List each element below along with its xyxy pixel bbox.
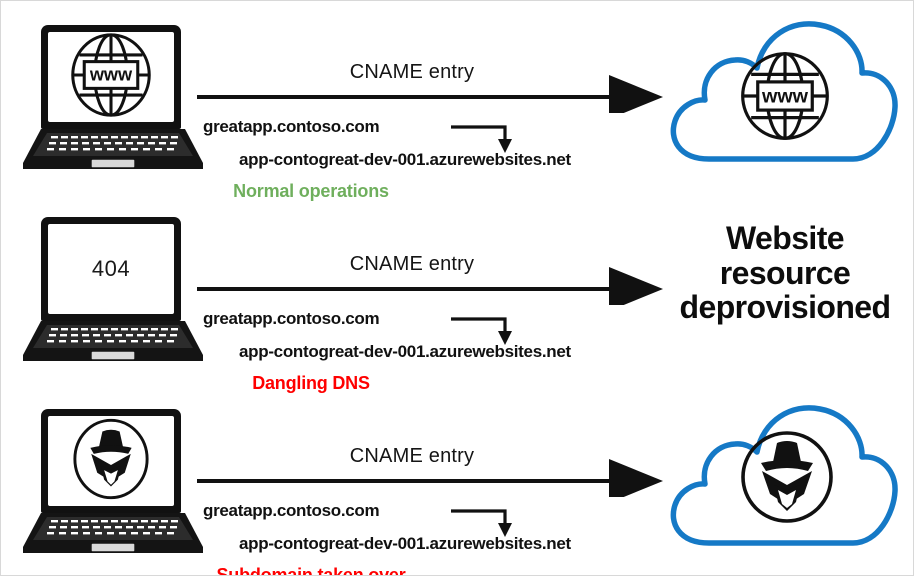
diagram-row-normal-operations: www — [1, 1, 913, 201]
dns-mapping-normal: greatapp.contoso.com app-contogreat-dev-… — [197, 117, 667, 193]
laptop-device — [23, 409, 203, 555]
dns-mapping-takeover: greatapp.contoso.com app-contogreat-dev-… — [197, 501, 667, 575]
dns-source-domain: greatapp.contoso.com — [203, 309, 380, 328]
http-404-text: 404 — [91, 256, 131, 281]
dns-target-domain: app-contogreat-dev-001.azurewebsites.net — [239, 534, 571, 553]
dns-mapping-dangling: greatapp.contoso.com app-contogreat-dev-… — [197, 309, 667, 385]
status-badge-subdomain-taken-over: Subdomain taken over — [216, 565, 406, 576]
globe-www-icon: www — [63, 32, 159, 122]
laptop-lid — [41, 409, 181, 513]
dns-source-domain: greatapp.contoso.com — [203, 117, 380, 136]
cloud-target-normal: www — [665, 7, 903, 185]
svg-text:www: www — [761, 86, 809, 108]
laptop-keyboard-base — [23, 513, 203, 555]
cname-arrow-normal: CNAME entry — [197, 61, 669, 113]
laptop-keyboard-base — [23, 129, 203, 171]
cname-arrow-dangling: CNAME entry — [197, 253, 669, 305]
laptop-keyboard-base — [23, 321, 203, 363]
cloud-target-takeover — [665, 391, 903, 569]
laptop-device: www — [23, 25, 203, 171]
cname-entry-label: CNAME entry — [349, 61, 475, 83]
laptop-screen — [48, 416, 174, 506]
dns-bend-arrow-icon — [449, 121, 519, 155]
status-badge-normal-operations: Normal operations — [233, 181, 389, 201]
cname-entry-label: CNAME entry — [349, 253, 475, 275]
cname-arrow-takeover: CNAME entry — [197, 445, 669, 497]
status-badge-dangling-dns: Dangling DNS — [252, 373, 370, 393]
diagram-row-subdomain-takeover: CNAME entry greatapp.contoso.com app-con… — [1, 385, 913, 576]
laptop-screen: www — [48, 32, 174, 122]
cname-entry-label: CNAME entry — [349, 445, 475, 467]
dns-bend-arrow-icon — [449, 505, 519, 539]
laptop-screen: 404 — [48, 224, 174, 314]
deprovisioned-resource-text: Website resource deprovisioned — [679, 220, 892, 326]
dns-target-domain: app-contogreat-dev-001.azurewebsites.net — [239, 342, 571, 361]
laptop-lid: 404 — [41, 217, 181, 321]
hacker-icon — [68, 416, 154, 506]
svg-text:www: www — [89, 64, 133, 84]
dns-target-domain: app-contogreat-dev-001.azurewebsites.net — [239, 150, 571, 169]
dns-bend-arrow-icon — [449, 313, 519, 347]
diagram-row-dangling-dns: 404 — [1, 193, 913, 393]
laptop-lid: www — [41, 25, 181, 129]
dns-source-domain: greatapp.contoso.com — [203, 501, 380, 520]
laptop-device: 404 — [23, 217, 203, 363]
